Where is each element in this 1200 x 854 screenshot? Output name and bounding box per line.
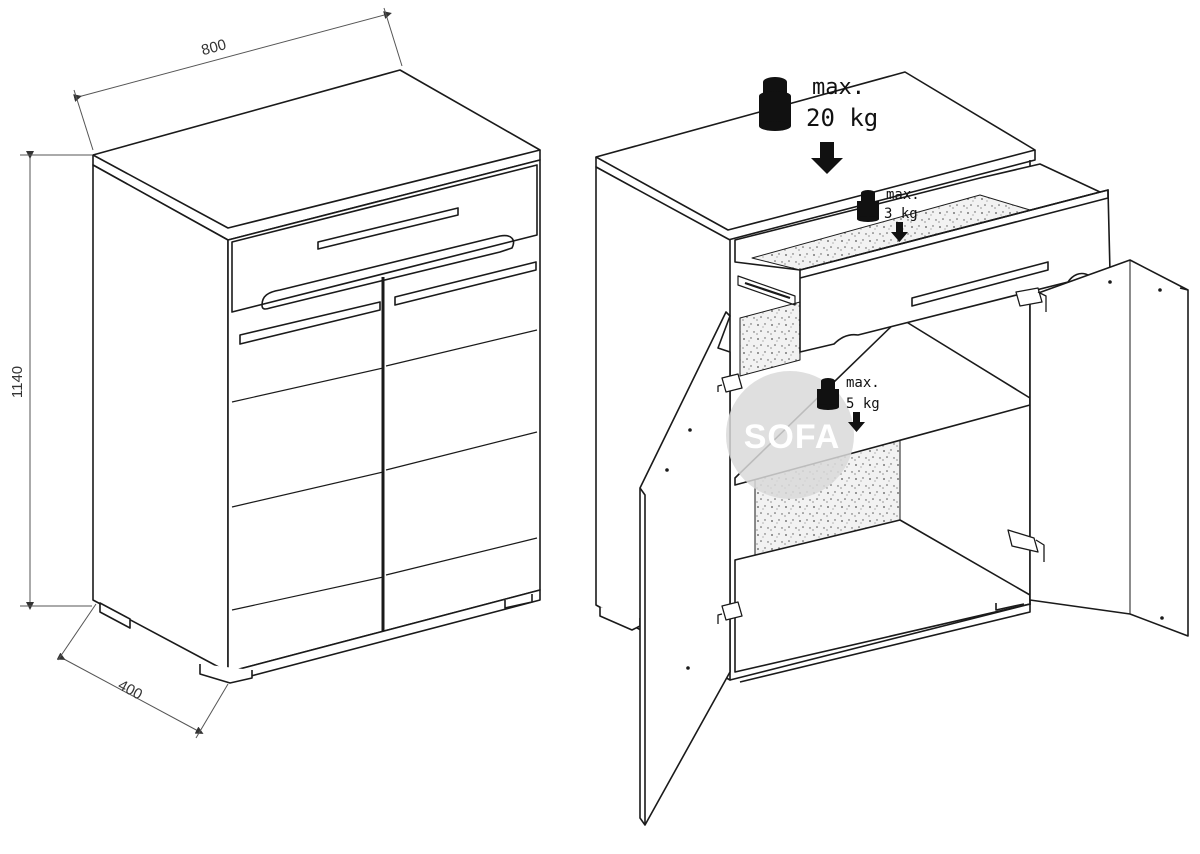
open-cabinet — [595, 71, 1189, 826]
dimension-height — [20, 151, 92, 610]
down-arrow-icon — [811, 142, 843, 174]
foot — [995, 603, 1025, 611]
drawer-runner-icon — [737, 275, 796, 306]
door-right — [1029, 259, 1189, 637]
weight-top — [759, 77, 843, 174]
load-shelf-label: max. — [846, 375, 880, 391]
closed-cabinet — [92, 69, 541, 684]
weight-icon — [759, 77, 791, 131]
foot — [99, 602, 131, 629]
dimension-width — [73, 7, 403, 151]
load-drawer-value: 3 kg — [884, 206, 918, 222]
weight-drawer — [857, 190, 908, 242]
dimension-depth — [56, 603, 229, 739]
hinge-icon — [1007, 529, 1045, 562]
hinge-icon — [1015, 287, 1047, 312]
width-dimension-label: 800 — [200, 36, 229, 59]
load-drawer-label: max. — [886, 187, 920, 203]
down-arrow-icon — [891, 222, 908, 242]
weight-shelf — [817, 378, 865, 432]
door-left — [639, 311, 731, 826]
down-arrow-icon — [848, 412, 865, 432]
drawer-front — [231, 164, 538, 313]
depth-dimension-label: 400 — [115, 677, 145, 704]
load-shelf-value: 5 kg — [846, 396, 880, 412]
back-panel — [739, 301, 801, 377]
load-top-value: 20 kg — [806, 104, 878, 132]
hinge-icon — [717, 601, 743, 624]
height-dimension-label: 1140 — [9, 366, 26, 398]
weight-icon — [817, 378, 839, 410]
load-top-label: max. — [812, 75, 865, 100]
hinge-icon — [717, 373, 743, 393]
watermark-text: SOFA — [744, 418, 841, 456]
cabinet-side — [92, 164, 229, 673]
foot — [504, 594, 533, 609]
weight-icon — [857, 190, 879, 222]
